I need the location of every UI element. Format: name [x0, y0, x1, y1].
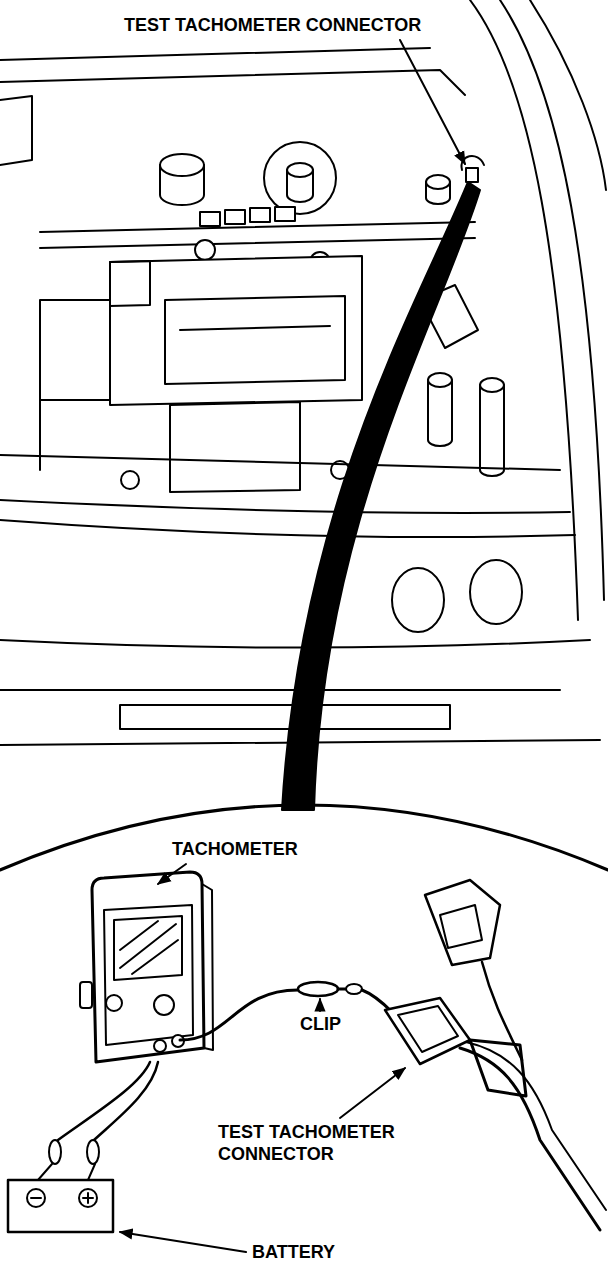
fender-edge — [530, 0, 606, 190]
negative-terminal — [27, 1189, 45, 1207]
battery-lead — [94, 1062, 158, 1140]
reservoir — [428, 380, 452, 446]
headlight — [470, 560, 522, 624]
cowl-line — [0, 48, 430, 60]
tach-connector-small — [466, 168, 478, 182]
engine-detail — [110, 261, 150, 306]
battery-case — [8, 1180, 113, 1232]
display-hatch — [120, 921, 178, 974]
alligator-clip — [49, 1140, 61, 1164]
bumper-edge — [0, 640, 590, 648]
leader-arrow — [120, 1232, 246, 1252]
leader-arrow — [158, 864, 186, 884]
reservoir-cap — [160, 154, 204, 176]
tachometer-dial — [154, 995, 174, 1015]
connector-face — [398, 1006, 458, 1052]
tachometer-body — [92, 872, 204, 1062]
brake-booster — [264, 142, 336, 214]
wire-loop — [346, 984, 362, 994]
tachometer-clip — [80, 982, 92, 1008]
engine-detail — [180, 326, 330, 330]
radiator-support — [0, 455, 560, 470]
reservoir — [480, 385, 504, 476]
leader-arrow — [400, 40, 465, 164]
strut-bar — [40, 222, 475, 232]
tachometer-side — [202, 884, 213, 1050]
intake-plenum — [165, 296, 345, 384]
alligator-clip — [87, 1140, 99, 1164]
bumper-edge — [0, 520, 575, 537]
master-cylinder-cap — [287, 163, 313, 177]
detail-cord — [282, 182, 480, 810]
wire-connector — [200, 212, 220, 226]
bolt-head — [121, 471, 139, 489]
harness-wire — [466, 1042, 606, 1210]
connector-cap-face — [440, 905, 482, 948]
part-label: BATTERY — [252, 1241, 372, 1263]
wire-connector — [250, 208, 270, 222]
headlight — [392, 568, 444, 632]
wire-connector — [225, 210, 245, 224]
harness-wire — [482, 962, 522, 1060]
plus-sign — [83, 1193, 93, 1203]
probe-wire — [180, 990, 298, 1040]
strut-bar — [40, 238, 475, 248]
engine-cover — [110, 256, 362, 405]
cowl-line — [0, 70, 465, 95]
callout-label: CLIP — [300, 1013, 370, 1035]
body-panel — [0, 96, 32, 165]
probe-wire — [338, 988, 346, 991]
part-label: TACHOMETER — [172, 838, 342, 860]
fender-edge — [500, 0, 604, 600]
harness-wire — [460, 1048, 600, 1230]
test-connector — [385, 998, 470, 1064]
callout-label: TEST TACHOMETER CONNECTOR — [124, 14, 454, 36]
wire-connector — [275, 207, 295, 221]
minus-sign — [31, 1197, 41, 1199]
leader-arrow — [340, 1068, 405, 1118]
engine-bay-line — [40, 300, 110, 470]
reservoir — [426, 182, 450, 204]
reservoir-cap — [480, 378, 504, 392]
detail-border — [0, 805, 608, 870]
wire-clip — [298, 982, 338, 996]
reservoir-cap — [428, 373, 452, 387]
bumper-strip — [120, 705, 450, 729]
bolt-head — [195, 240, 215, 260]
connector-cap — [425, 880, 500, 965]
tachometer-face — [104, 905, 193, 1045]
engine-block — [170, 402, 300, 492]
leader-arrow — [319, 999, 321, 1011]
callout-label: TEST TACHOMETER CONNECTOR — [218, 1121, 503, 1165]
radiator-support — [0, 500, 570, 513]
positive-terminal — [79, 1189, 97, 1207]
battery-lead — [38, 1164, 95, 1180]
tachometer-knob — [106, 995, 122, 1011]
reservoir-cap — [426, 175, 450, 189]
tachometer-jack — [154, 1040, 166, 1052]
bumper-edge — [0, 689, 560, 691]
fender-edge — [470, 0, 578, 620]
tachometer-display — [114, 916, 182, 980]
